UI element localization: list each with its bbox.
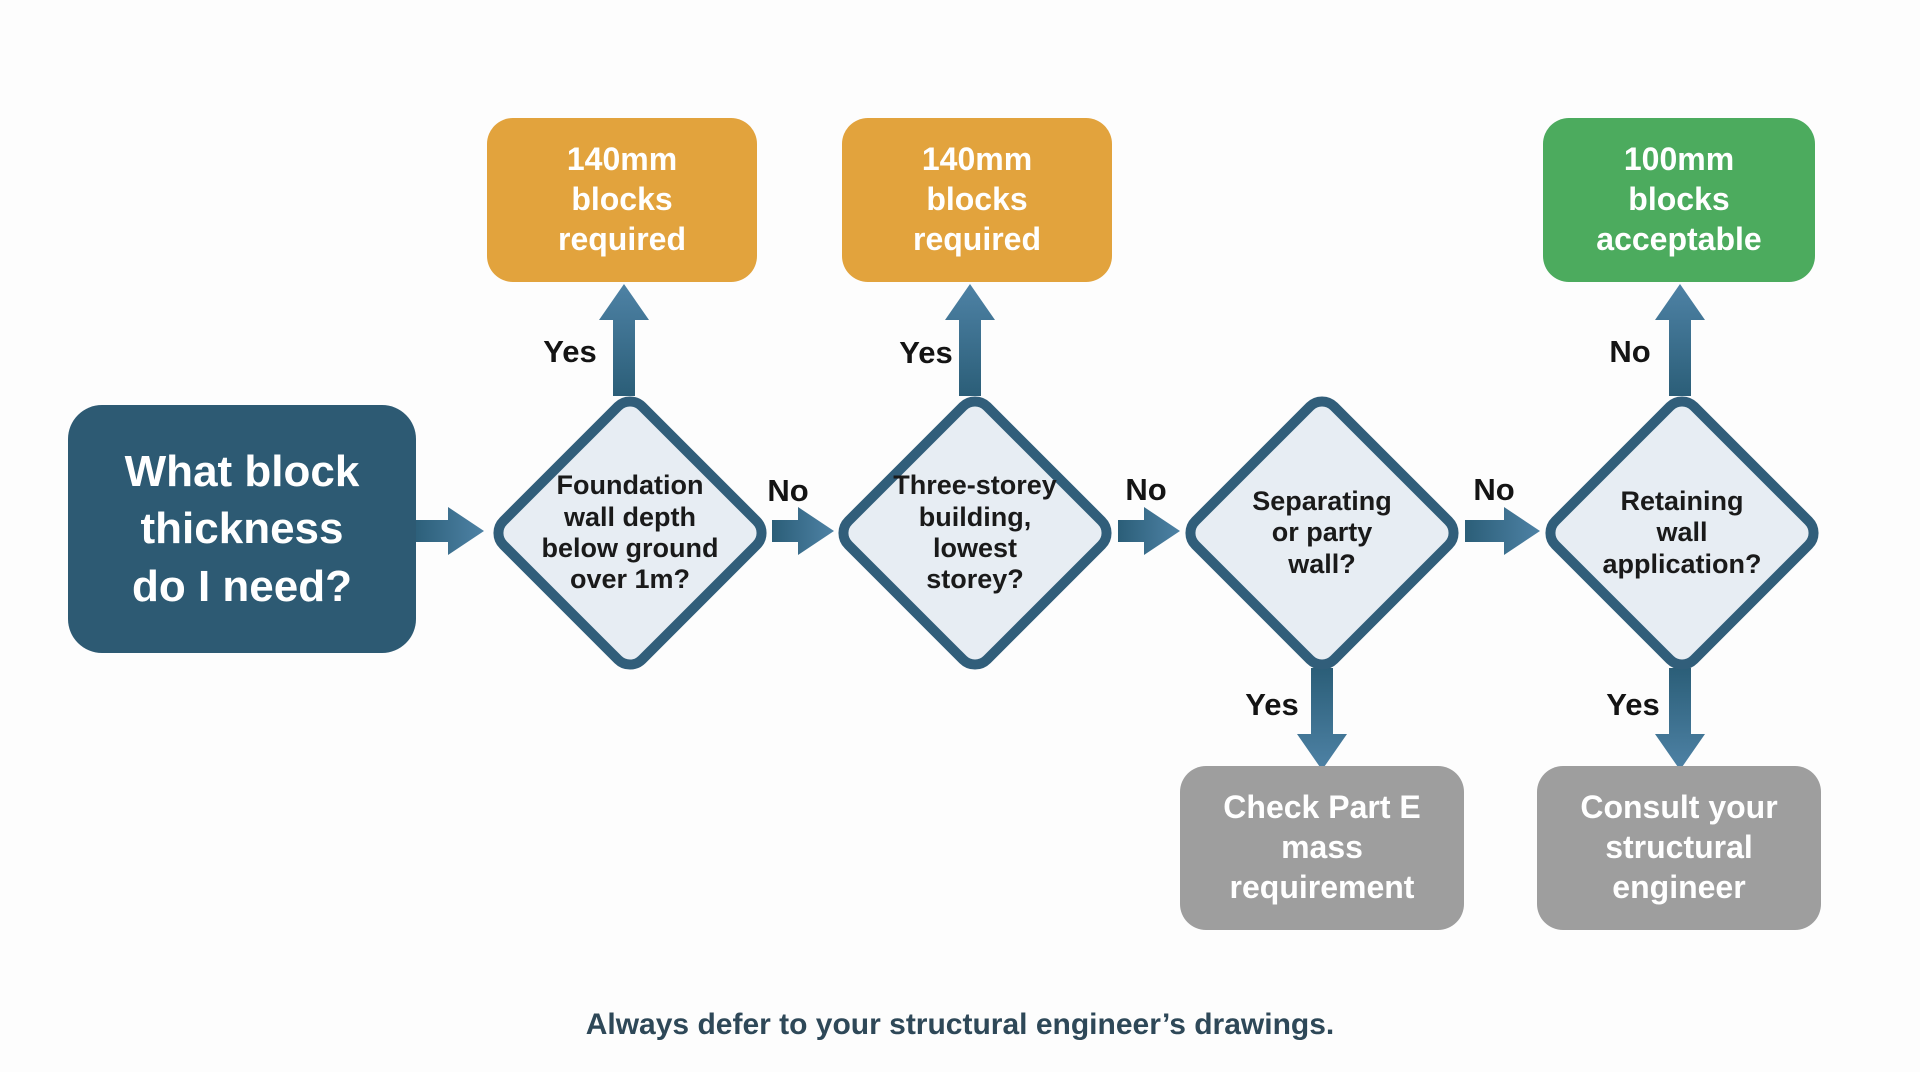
- arrow-d3-no: [1465, 507, 1540, 555]
- outcome-100mm-acceptable-label: 100mm blocks acceptable: [1596, 141, 1762, 257]
- decision-three-storey-label: Three-storey building, lowest storey?: [893, 470, 1057, 595]
- footer-disclaimer: Always defer to your structural engineer…: [585, 1008, 1335, 1041]
- arrow-d3-yes: [1297, 668, 1347, 770]
- decision-three-storey: Three-storey building, lowest storey?: [829, 387, 1121, 679]
- outcome-check-part-e: Check Part E mass requirement: [1180, 766, 1464, 930]
- edge-label-d1-yes: Yes: [543, 334, 597, 369]
- outcome-140mm-required-2: 140mm blocks required: [842, 118, 1112, 282]
- start-node-label: What block thickness do I need?: [124, 447, 360, 611]
- decision-separating-wall: Separating or party wall?: [1176, 387, 1468, 679]
- edge-label-d4-no: No: [1609, 334, 1651, 369]
- edge-label-d3-yes: Yes: [1245, 687, 1299, 722]
- edge-label-d2-no: No: [1125, 472, 1167, 507]
- arrow-d2-yes: [945, 284, 995, 396]
- arrow-d2-no: [1118, 507, 1180, 555]
- outcome-consult-engineer-label: Consult your structural engineer: [1580, 789, 1778, 905]
- outcome-100mm-acceptable: 100mm blocks acceptable: [1543, 118, 1815, 282]
- edge-label-d3-no: No: [1473, 472, 1515, 507]
- edge-label-d2-yes: Yes: [899, 335, 953, 370]
- arrow-d4-no: [1655, 284, 1705, 396]
- start-node: What block thickness do I need?: [68, 405, 416, 653]
- edge-label-d1-no: No: [767, 473, 809, 508]
- arrow-d4-yes: [1655, 668, 1705, 770]
- outcome-140mm-required-2-label: 140mm blocks required: [912, 141, 1042, 257]
- outcome-check-part-e-label: Check Part E mass requirement: [1223, 789, 1421, 905]
- arrow-start-to-d1: [412, 507, 484, 555]
- outcome-consult-engineer: Consult your structural engineer: [1537, 766, 1821, 930]
- outcome-140mm-required-1: 140mm blocks required: [487, 118, 757, 282]
- arrow-d1-yes: [599, 284, 649, 396]
- decision-retaining-wall-label: Retaining wall application?: [1602, 486, 1762, 579]
- decision-retaining-wall: Retaining wall application?: [1536, 387, 1828, 679]
- outcome-140mm-required-1-label: 140mm blocks required: [557, 141, 687, 257]
- decision-foundation-depth: Foundation wall depth below ground over …: [484, 387, 776, 679]
- arrow-d1-no: [772, 507, 834, 555]
- decision-foundation-depth-label: Foundation wall depth below ground over …: [541, 470, 719, 595]
- edge-label-d4-yes: Yes: [1606, 687, 1660, 722]
- decision-separating-wall-label: Separating or party wall?: [1252, 486, 1392, 579]
